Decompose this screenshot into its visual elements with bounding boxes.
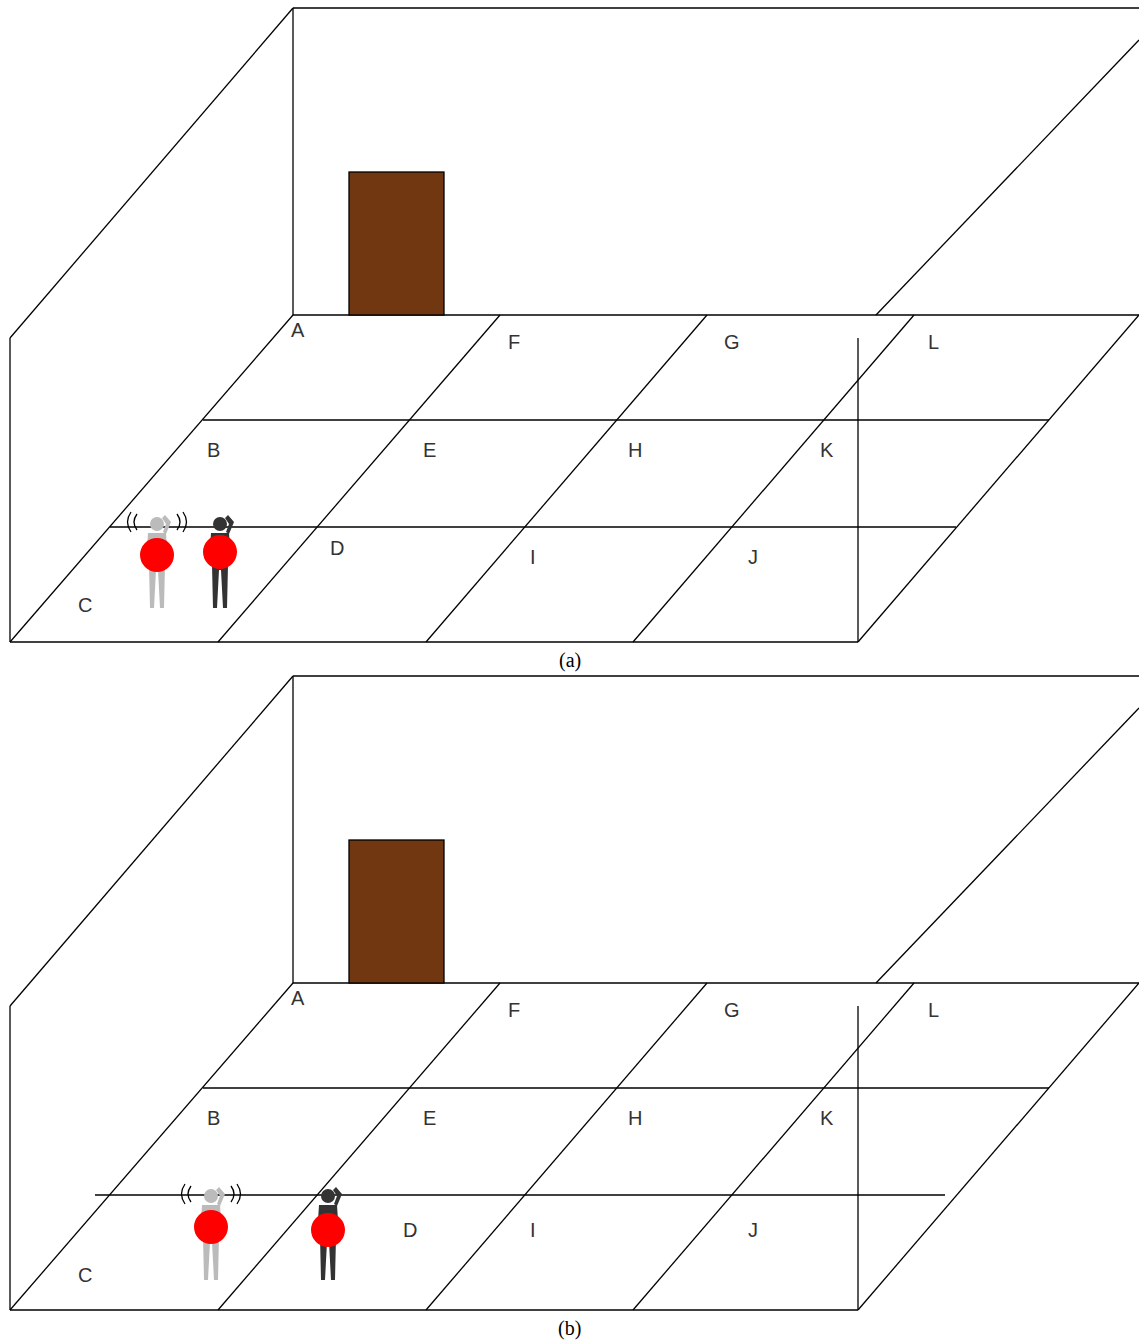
zone-letter: I bbox=[530, 547, 536, 567]
zone-letter: L bbox=[928, 332, 939, 352]
zone-letter: D bbox=[330, 538, 344, 558]
zone-letter: B bbox=[207, 440, 220, 460]
zone-letter: H bbox=[628, 440, 642, 460]
zone-letter: F bbox=[508, 332, 520, 352]
zone-letter: H bbox=[628, 1108, 642, 1128]
zone-letter: C bbox=[78, 595, 92, 615]
zone-letter: I bbox=[530, 1220, 536, 1240]
zone-letter: J bbox=[748, 547, 758, 567]
zone-letter: D bbox=[403, 1220, 417, 1240]
zone-letter: E bbox=[423, 440, 436, 460]
zone-letter: G bbox=[724, 1000, 740, 1020]
zone-letter: A bbox=[291, 320, 304, 340]
panel-caption: (a) bbox=[559, 650, 581, 670]
zone-letter: G bbox=[724, 332, 740, 352]
zone-letter: F bbox=[508, 1000, 520, 1020]
zone-letter: B bbox=[207, 1108, 220, 1128]
zone-letter: L bbox=[928, 1000, 939, 1020]
zone-letter: C bbox=[78, 1265, 92, 1285]
zone-letter: A bbox=[291, 988, 304, 1008]
zone-letter: K bbox=[820, 1108, 833, 1128]
zone-letter: E bbox=[423, 1108, 436, 1128]
zone-letter: J bbox=[748, 1220, 758, 1240]
zone-letter: K bbox=[820, 440, 833, 460]
panel-caption: (b) bbox=[558, 1318, 581, 1338]
